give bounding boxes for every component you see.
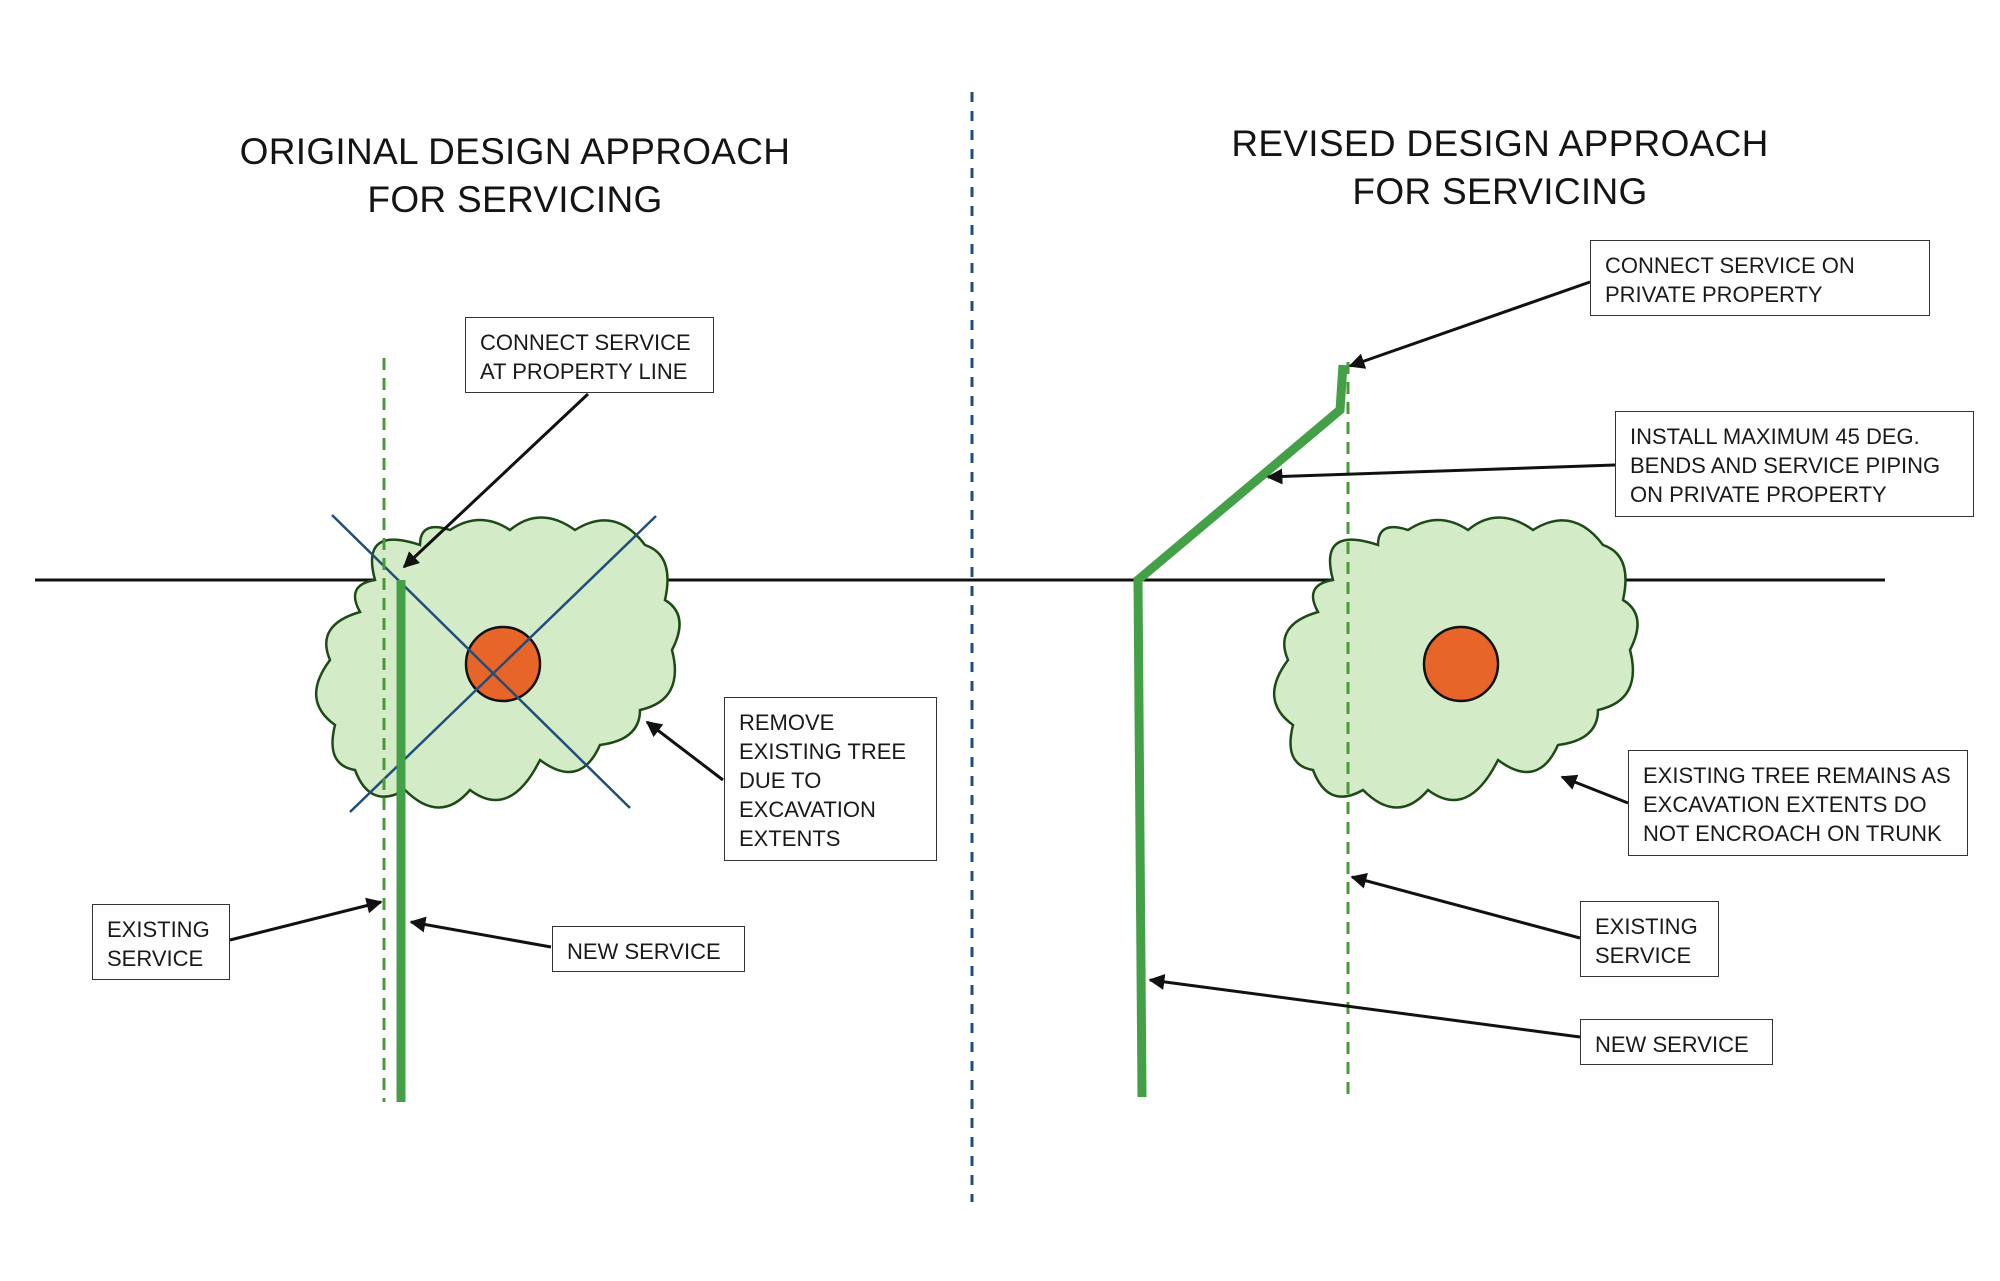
revised-panel [1133,280,1639,1100]
callout-text: CONNECT SERVICE ON [1605,253,1855,278]
callout-existing-tree-remains: EXISTING TREE REMAINS AS EXCAVATION EXTE… [1628,750,1968,856]
arrow-bends [1266,463,1616,485]
title-line: FOR SERVICING [367,179,663,220]
callout-connect-on-private-property: CONNECT SERVICE ON PRIVATE PROPERTY [1590,240,1930,316]
title-line: REVISED DESIGN APPROACH [1231,123,1769,164]
callout-text: EXISTING [1595,914,1698,939]
callout-install-45-deg-bends: INSTALL MAXIMUM 45 DEG. BENDS AND SERVIC… [1615,411,1974,517]
callout-text: EXISTING TREE [739,739,907,764]
arrow-existing-service-revised [1350,872,1581,940]
callout-text: EXISTING TREE REMAINS AS [1643,763,1951,788]
original-panel [229,358,724,1102]
remove-cross-line [331,514,631,809]
arrow-connect-original [402,392,590,569]
callout-text: NEW SERVICE [1595,1032,1749,1057]
callout-new-service-original: NEW SERVICE [552,926,745,972]
callout-text: BENDS AND SERVICE PIPING [1630,453,1941,478]
callout-text: EXCAVATION EXTENTS DO [1643,792,1927,817]
callout-text: EXTENTS [739,826,841,851]
callout-text: EXCAVATION [739,797,876,822]
new-service-line-revised [1133,364,1348,1098]
callout-text: INSTALL MAXIMUM 45 DEG. [1630,424,1920,449]
callout-remove-existing-tree: REMOVE EXISTING TREE DUE TO EXCAVATION E… [724,697,937,861]
arrow-new-service-revised [1148,973,1581,1039]
arrow-tree-remains [1560,774,1629,805]
callout-text: EXISTING [107,917,210,942]
title-line: ORIGINAL DESIGN APPROACH [239,131,791,172]
callout-text: AT PROPERTY LINE [480,359,688,384]
callout-existing-service-revised: EXISTING SERVICE [1580,901,1719,977]
callout-text: DUE TO [739,768,822,793]
original-panel-title: ORIGINAL DESIGN APPROACH FOR SERVICING [215,128,815,224]
callout-text: NOT ENCROACH ON TRUNK [1643,821,1942,846]
arrow-new-service-original [409,916,552,949]
callout-text: SERVICE [1595,943,1692,968]
tree-trunk-revised [1422,625,1500,703]
revised-panel-title: REVISED DESIGN APPROACH FOR SERVICING [1200,120,1800,216]
callout-text: SERVICE [107,946,204,971]
callout-text: REMOVE [739,710,835,735]
callout-text: PRIVATE PROPERTY [1605,282,1823,307]
callout-text: CONNECT SERVICE [480,330,691,355]
callout-connect-at-property-line: CONNECT SERVICE AT PROPERTY LINE [465,317,714,393]
callout-text: ON PRIVATE PROPERTY [1630,482,1887,507]
callout-text: NEW SERVICE [567,939,721,964]
title-line: FOR SERVICING [1352,171,1648,212]
callout-new-service-revised: NEW SERVICE [1580,1019,1773,1065]
arrow-connect-revised [1348,280,1591,369]
callout-existing-service-original: EXISTING SERVICE [92,904,230,980]
arrow-existing-service-original [229,897,383,942]
arrow-remove-tree [645,720,724,782]
